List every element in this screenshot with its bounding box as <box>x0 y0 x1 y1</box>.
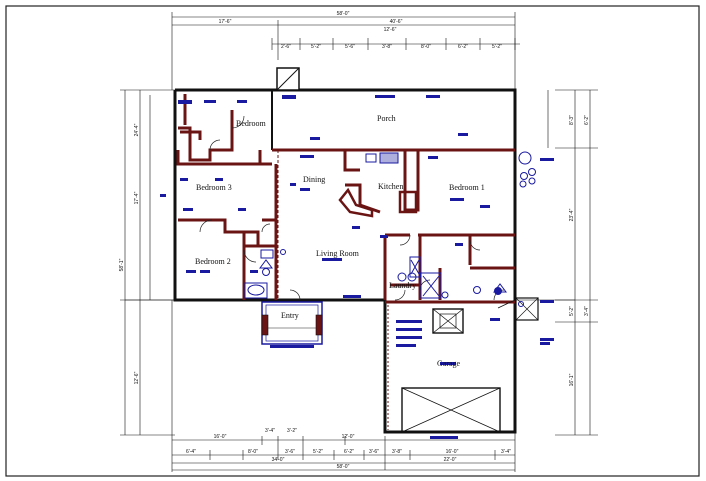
dim-top-overall: 58'-0" <box>337 11 350 17</box>
dim-bottom-2-8: 3'-4" <box>501 449 511 455</box>
room-label-dining: Dining <box>303 175 325 184</box>
dim-bottom-2-4: 6'-2" <box>344 449 354 455</box>
dim-bottom-2-0: 6'-4" <box>186 449 196 455</box>
dimension-lines <box>120 12 598 472</box>
dim-bottom-2-5: 3'-6" <box>369 449 379 455</box>
dim-bottom-2-3: 5'-2" <box>313 449 323 455</box>
dim-top-2-3: 3'-8" <box>382 44 392 50</box>
room-label-bedroom-3: Bedroom 3 <box>196 183 232 192</box>
dim-left-mid: 17'-4" <box>134 191 140 204</box>
dim-bottom-2-6: 3'-8" <box>392 449 402 455</box>
dim-left-lower: 12'-6" <box>134 371 140 384</box>
room-label-bedroom-top: Bedroom <box>236 119 267 128</box>
dim-bottom-1-right: 12'-0" <box>342 434 355 440</box>
entry-portico <box>261 301 323 345</box>
top-ticks <box>271 38 516 50</box>
dim-bottom-2-1: 8'-0" <box>248 449 258 455</box>
dim-right-a: 8'-3" <box>569 115 575 125</box>
dim-bottom-2-7: 16'-0" <box>446 449 459 455</box>
fixtures <box>244 151 536 307</box>
dim-top-2-6: 5'-2" <box>492 44 502 50</box>
dim-left-upper: 24'-4" <box>134 123 140 136</box>
dim-right-e: 3'-4" <box>584 306 590 316</box>
room-label-porch: Porch <box>377 114 396 123</box>
bottom-ticks <box>209 436 496 470</box>
dim-top-2-1: 5'-2" <box>311 44 321 50</box>
room-label-living-room: Living Room <box>316 249 360 258</box>
room-label-bedroom-2: Bedroom 2 <box>195 257 231 266</box>
dim-bottom-1-mid: 3'-4" <box>265 428 275 434</box>
annotation-marks <box>160 95 554 439</box>
room-labels: Bedroom Porch Dining Kitchen Bedroom 1 B… <box>195 114 485 368</box>
kitchen-island <box>338 187 418 218</box>
dim-top-2-5: 6'-2" <box>458 44 468 50</box>
dim-right-c: 23'-4" <box>569 208 575 221</box>
room-label-garage: Garage <box>437 359 461 368</box>
dim-right-f: 16'-1" <box>569 373 575 386</box>
dim-bottom-3-left: 34'-0" <box>272 457 285 463</box>
dim-bottom-2-2: 3'-6" <box>285 449 295 455</box>
dim-top-2-4: 8'-0" <box>421 44 431 50</box>
dim-right-d: 5'-2" <box>569 306 575 316</box>
dim-left-overall: 58'-1" <box>119 258 125 271</box>
dimension-text: 58'-0" 17'-6" 40'-6" 12'-6" 2'-6" 5'-2" … <box>119 11 590 470</box>
sheet-border <box>5 5 700 477</box>
dim-bottom-overall: 58'-0" <box>337 464 350 470</box>
dim-top-left: 17'-6" <box>219 19 232 25</box>
dim-bottom-1-left: 16'-0" <box>214 434 227 440</box>
dim-top-mid: 12'-6" <box>384 27 397 33</box>
dim-bottom-3-right: 22'-0" <box>444 457 457 463</box>
dim-bottom-1-mid2: 3'-2" <box>287 428 297 434</box>
room-label-kitchen: Kitchen <box>378 182 403 191</box>
room-label-laundry: Laundry <box>389 281 416 290</box>
room-label-entry: Entry <box>281 311 299 320</box>
dim-top-2-2: 5'-6" <box>345 44 355 50</box>
dim-right-b: 6'-2" <box>584 115 590 125</box>
garage-features <box>401 297 539 433</box>
dim-top-right: 40'-6" <box>390 19 403 25</box>
room-label-bedroom-1: Bedroom 1 <box>449 183 485 192</box>
dim-top-2-0: 2'-6" <box>281 44 291 50</box>
